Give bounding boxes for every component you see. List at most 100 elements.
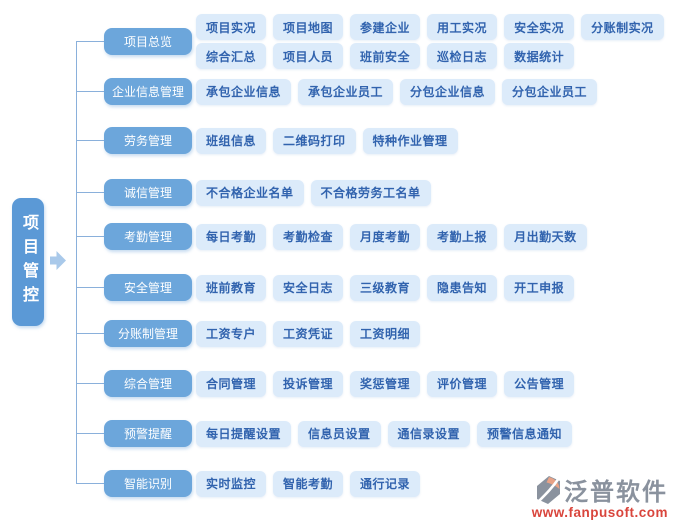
branch-row: 智能识别实时监控智能考勤通行记录 (76, 470, 421, 497)
feature-chip-group: 不合格企业名单不合格劳务工名单 (196, 179, 431, 206)
branch-connector-line (76, 383, 104, 384)
feature-chip: 安全实况 (504, 14, 575, 40)
feature-chip: 评价管理 (427, 370, 498, 397)
feature-chip-line: 项目实况项目地图参建企业用工实况安全实况分账制实况 (196, 14, 664, 40)
branch-connector-line (76, 433, 104, 434)
feature-chip: 开工申报 (504, 274, 575, 301)
feature-chip: 通信录设置 (387, 420, 471, 447)
feature-chip: 工资凭证 (273, 320, 344, 347)
feature-chip: 项目人员 (273, 43, 344, 69)
branch-connector-line (76, 236, 104, 237)
feature-chip-line: 每日提醒设置信息员设置通信录设置预警信息通知 (196, 420, 573, 447)
category-node: 分账制管理 (104, 320, 192, 347)
branch-connector-line (76, 287, 104, 288)
category-node: 诚信管理 (104, 179, 192, 206)
branch-row: 诚信管理不合格企业名单不合格劳务工名单 (76, 179, 431, 206)
branch-row: 项目总览项目实况项目地图参建企业用工实况安全实况分账制实况综合汇总项目人员班前安… (76, 14, 664, 69)
feature-chip: 分包企业员工 (502, 78, 598, 105)
logo-row: 泛普软件 (534, 472, 668, 507)
trunk-line (76, 41, 77, 484)
feature-chip: 公告管理 (504, 370, 575, 397)
feature-chip: 项目地图 (273, 14, 344, 40)
feature-chip: 通行记录 (350, 470, 421, 497)
feature-chip-group: 合同管理投诉管理奖惩管理评价管理公告管理 (196, 370, 575, 397)
feature-chip-line: 每日考勤考勤检查月度考勤考勤上报月出勤天数 (196, 223, 587, 250)
feature-chip: 承包企业信息 (196, 78, 292, 105)
root-node-label: 项目管控 (20, 214, 37, 310)
branch-row: 劳务管理班组信息二维码打印特种作业管理 (76, 127, 458, 154)
feature-chip: 不合格企业名单 (196, 179, 304, 206)
category-node: 企业信息管理 (104, 78, 192, 105)
feature-chip: 特种作业管理 (362, 127, 458, 154)
category-node: 项目总览 (104, 28, 192, 55)
feature-chip: 奖惩管理 (350, 370, 421, 397)
feature-chip: 合同管理 (196, 370, 267, 397)
feature-chip-group: 班组信息二维码打印特种作业管理 (196, 127, 458, 154)
branch-row: 考勤管理每日考勤考勤检查月度考勤考勤上报月出勤天数 (76, 223, 587, 250)
branch-connector-line (76, 41, 104, 42)
feature-chip: 实时监控 (196, 470, 267, 497)
branch-connector-line (76, 483, 104, 484)
feature-chip: 参建企业 (350, 14, 421, 40)
feature-chip: 安全日志 (273, 274, 344, 301)
feature-chip: 月出勤天数 (504, 223, 587, 250)
branch-connector-line (76, 140, 104, 141)
feature-chip-line: 实时监控智能考勤通行记录 (196, 470, 421, 497)
feature-chip: 月度考勤 (350, 223, 421, 250)
fanpu-logo-icon (537, 475, 561, 504)
feature-chip: 二维码打印 (273, 127, 356, 154)
feature-chip-line: 综合汇总项目人员班前安全巡检日志数据统计 (196, 43, 664, 69)
category-node: 智能识别 (104, 470, 192, 497)
branch-connector-line (76, 192, 104, 193)
branch-row: 安全管理班前教育安全日志三级教育隐患告知开工申报 (76, 274, 575, 301)
feature-chip: 隐患告知 (427, 274, 498, 301)
branch-row: 综合管理合同管理投诉管理奖惩管理评价管理公告管理 (76, 370, 575, 397)
feature-chip-line: 班前教育安全日志三级教育隐患告知开工申报 (196, 274, 575, 301)
logo-text: 泛普软件 (564, 479, 668, 506)
feature-chip: 班前安全 (350, 43, 421, 69)
branch-connector-line (76, 91, 104, 92)
right-arrow-icon (50, 251, 66, 270)
feature-chip: 班前教育 (196, 274, 267, 301)
feature-chip-line: 不合格企业名单不合格劳务工名单 (196, 179, 431, 206)
root-node: 项目管控 (12, 198, 44, 326)
feature-chip: 综合汇总 (196, 43, 267, 69)
branch-connector-line (76, 333, 104, 334)
feature-chip-group: 每日提醒设置信息员设置通信录设置预警信息通知 (196, 420, 573, 447)
fanpu-watermark: 泛普软件 www.fanpusoft.com (532, 472, 668, 520)
category-node: 劳务管理 (104, 127, 192, 154)
feature-chip: 班组信息 (196, 127, 267, 154)
feature-chip: 工资明细 (350, 320, 421, 347)
feature-chip: 每日考勤 (196, 223, 267, 250)
feature-chip: 用工实况 (427, 14, 498, 40)
feature-chip-group: 班前教育安全日志三级教育隐患告知开工申报 (196, 274, 575, 301)
category-node: 安全管理 (104, 274, 192, 301)
feature-chip-group: 承包企业信息承包企业员工分包企业信息分包企业员工 (196, 78, 598, 105)
feature-chip: 智能考勤 (273, 470, 344, 497)
feature-chip-line: 班组信息二维码打印特种作业管理 (196, 127, 458, 154)
feature-chip: 不合格劳务工名单 (310, 179, 431, 206)
feature-chip-line: 工资专户工资凭证工资明细 (196, 320, 421, 347)
feature-chip: 每日提醒设置 (196, 420, 292, 447)
feature-chip-group: 项目实况项目地图参建企业用工实况安全实况分账制实况综合汇总项目人员班前安全巡检日… (196, 14, 664, 69)
feature-chip-group: 工资专户工资凭证工资明细 (196, 320, 421, 347)
feature-chip: 信息员设置 (298, 420, 381, 447)
logo-url-text: www.fanpusoft.com (531, 505, 668, 520)
category-node: 考勤管理 (104, 223, 192, 250)
feature-chip-line: 合同管理投诉管理奖惩管理评价管理公告管理 (196, 370, 575, 397)
feature-chip: 承包企业员工 (298, 78, 394, 105)
feature-chip-line: 承包企业信息承包企业员工分包企业信息分包企业员工 (196, 78, 598, 105)
feature-chip: 预警信息通知 (477, 420, 573, 447)
feature-chip: 项目实况 (196, 14, 267, 40)
feature-chip: 投诉管理 (273, 370, 344, 397)
feature-chip: 考勤上报 (427, 223, 498, 250)
feature-chip: 三级教育 (350, 274, 421, 301)
branch-row: 预警提醒每日提醒设置信息员设置通信录设置预警信息通知 (76, 420, 573, 447)
feature-chip: 分账制实况 (581, 14, 664, 40)
feature-chip: 数据统计 (504, 43, 575, 69)
feature-chip: 巡检日志 (427, 43, 498, 69)
feature-chip-group: 每日考勤考勤检查月度考勤考勤上报月出勤天数 (196, 223, 587, 250)
branch-row: 企业信息管理承包企业信息承包企业员工分包企业信息分包企业员工 (76, 78, 598, 105)
category-node: 预警提醒 (104, 420, 192, 447)
